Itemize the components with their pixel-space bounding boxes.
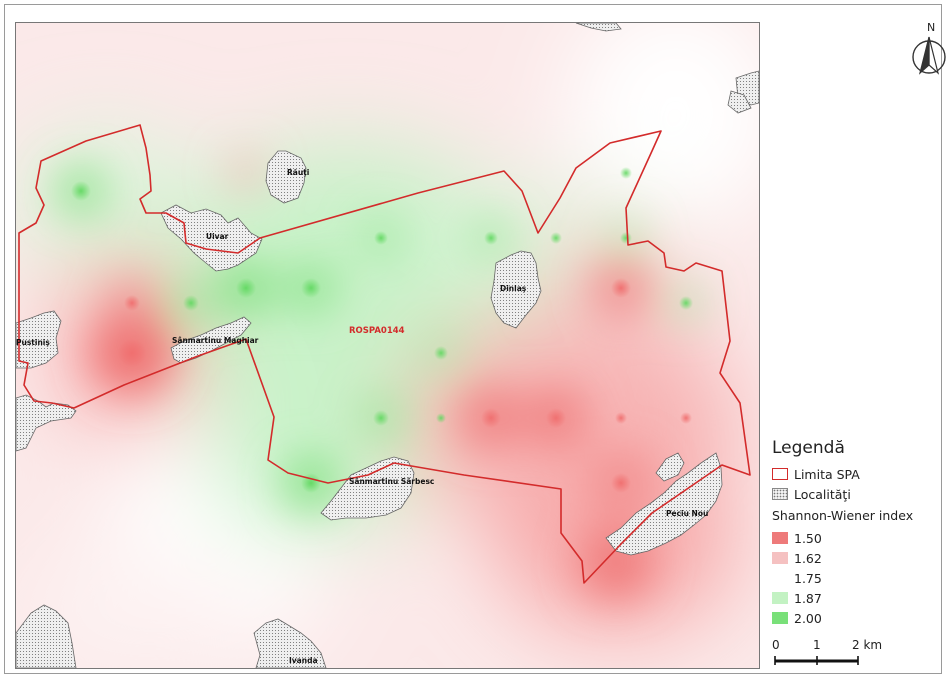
scale-bar-graphic — [774, 656, 859, 665]
place-label-pustinis: Pustiniş — [16, 338, 50, 347]
legend-item-spa: Limita SPA — [772, 466, 942, 482]
legend-class-4-swatch — [772, 612, 788, 624]
legend-class-0-swatch — [772, 532, 788, 544]
legend-class-3-swatch — [772, 592, 788, 604]
locality-north-polygon[interactable] — [575, 23, 622, 32]
legend-class-4-label: 2.00 — [794, 610, 822, 626]
place-label-dinlas: Dinlaş — [500, 284, 527, 293]
place-label-ivanda: Ivanda — [289, 656, 318, 665]
legend-class-4: 2.00 — [772, 610, 942, 626]
locality-sanmartinu-sarbesc-polygon[interactable] — [320, 456, 415, 521]
scale-label-2: 2 km — [852, 638, 883, 652]
locality-pustinis-polygon[interactable] — [16, 310, 62, 369]
place-label-sanmartinu-maghiar: Sânmartinu Maghiar — [172, 336, 259, 345]
locality-ivanda-polygon[interactable] — [253, 618, 327, 668]
scale-bar: 0 1 2 km — [772, 638, 912, 668]
locality-southwest-polygon[interactable] — [16, 604, 77, 668]
north-arrow-label: N — [927, 21, 935, 34]
legend-index-title: Shannon-Wiener index — [772, 508, 914, 523]
legend-class-0-label: 1.50 — [794, 530, 822, 546]
legend-class-0: 1.50 — [772, 530, 942, 546]
spa-boundary[interactable] — [18, 124, 751, 584]
localities-symbol-icon — [772, 488, 788, 500]
scale-label-1: 1 — [813, 638, 821, 652]
spa-name-label: ROSPA0144 — [349, 326, 405, 336]
locality-uivar-polygon[interactable] — [160, 204, 263, 272]
scale-label-0: 0 — [772, 638, 780, 652]
north-arrow-icon: N — [912, 21, 946, 75]
legend-class-3-label: 1.87 — [794, 590, 822, 606]
legend-class-3: 1.87 — [772, 590, 942, 606]
map-svg: Răuţi Uivar Dinlaş Pustiniş Sânmartinu M… — [16, 23, 759, 668]
legend-item-spa-label: Limita SPA — [794, 466, 860, 482]
place-label-rauti: Răuţi — [287, 168, 309, 177]
spa-symbol-icon — [772, 468, 788, 480]
locality-east-polygon[interactable] — [727, 90, 752, 114]
legend-item-localities-label: Localităţi — [794, 486, 851, 502]
place-label-uivar: Uivar — [206, 232, 229, 241]
legend: Legendă Limita SPA Localităţi Shannon-Wi… — [772, 438, 942, 630]
legend-class-1-swatch — [772, 552, 788, 564]
legend-class-2-label: 1.75 — [794, 570, 822, 586]
locality-dinlas-polygon[interactable] — [490, 250, 542, 329]
sample-points — [71, 167, 693, 493]
place-label-sanmartinu-sarbesc: Sânmartinu Sârbesc — [349, 477, 434, 486]
legend-class-2: 1.75 — [772, 570, 942, 586]
map-canvas[interactable]: Răuţi Uivar Dinlaş Pustiniş Sânmartinu M… — [15, 22, 760, 669]
place-label-peciu-nou: Peciu Nou — [666, 509, 708, 518]
legend-class-1: 1.62 — [772, 550, 942, 566]
legend-title: Legendă — [772, 438, 845, 458]
locality-peciu-nou-north-polygon[interactable] — [655, 452, 685, 482]
legend-item-localities: Localităţi — [772, 486, 942, 502]
legend-class-1-label: 1.62 — [794, 550, 822, 566]
map-layout-frame: Răuţi Uivar Dinlaş Pustiniş Sânmartinu M… — [4, 4, 946, 674]
locality-rauti-polygon[interactable] — [265, 150, 307, 204]
legend-class-2-swatch — [772, 572, 788, 584]
